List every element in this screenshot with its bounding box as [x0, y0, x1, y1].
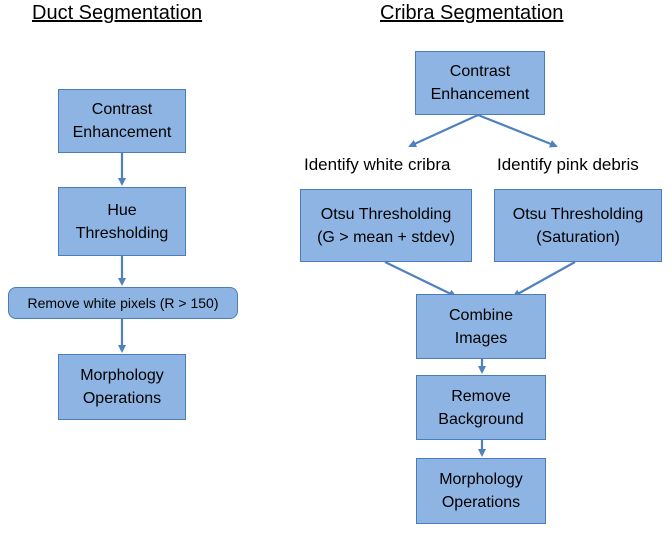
- cribra-otsu-g-line-2: (G > mean + stdev): [317, 228, 455, 246]
- arrow-cribra-contrast-to-identify-pink: [477, 113, 558, 148]
- cribra-morphology-operations-box: Morphology Operations: [416, 458, 546, 524]
- duct-morphology-line-2: Operations: [82, 390, 162, 407]
- arrow-cribra-contrast-to-identify-white: [408, 113, 479, 148]
- duct-remove-white-pixels-box: Remove white pixels (R > 150): [8, 287, 238, 319]
- arrow-cribra-otsu-sat-to-combine: [512, 261, 576, 297]
- cribra-otsu-sat-line-1: Otsu Thresholding: [512, 205, 644, 223]
- cribra-remove-bg-line-1: Remove: [451, 387, 511, 405]
- cribra-otsu-saturation-box: Otsu Thresholding (Saturation): [494, 189, 662, 262]
- duct-morphology-line-1: Morphology: [80, 367, 164, 384]
- cribra-contrast-line-1: Contrast: [449, 63, 511, 80]
- duct-contrast-line-1: Contrast: [91, 101, 153, 118]
- cribra-contrast-enhancement-box: Contrast Enhancement: [415, 51, 545, 115]
- duct-contrast-line-2: Enhancement: [72, 124, 172, 141]
- identify-pink-debris-label: Identify pink debris: [497, 155, 639, 174]
- duct-segmentation-title: Duct Segmentation: [32, 2, 203, 24]
- cribra-remove-background-box: Remove Background: [416, 375, 546, 440]
- cribra-contrast-line-2: Enhancement: [430, 86, 530, 103]
- arrow-cribra-otsu-g-to-combine: [384, 261, 457, 297]
- cribra-morphology-line-2: Operations: [441, 494, 521, 511]
- duct-remove-white-label: Remove white pixels (R > 150): [27, 294, 219, 311]
- cribra-combine-line-1: Combine: [448, 306, 514, 324]
- cribra-otsu-g-line-1: Otsu Thresholding: [320, 205, 452, 223]
- cribra-otsu-green-box: Otsu Thresholding (G > mean + stdev): [300, 189, 472, 262]
- duct-hue-line-1: Hue: [107, 201, 137, 219]
- cribra-segmentation-title: Cribra Segmentation: [380, 2, 564, 24]
- duct-hue-thresholding-box: Hue Thresholding: [58, 187, 186, 256]
- cribra-combine-images-box: Combine Images: [416, 294, 546, 359]
- identify-white-cribra-label: Identify white cribra: [304, 155, 451, 174]
- duct-morphology-operations-box: Morphology Operations: [58, 354, 186, 420]
- cribra-remove-bg-line-2: Background: [438, 410, 524, 428]
- duct-hue-line-2: Thresholding: [75, 224, 169, 242]
- cribra-morphology-line-1: Morphology: [439, 471, 523, 488]
- duct-contrast-enhancement-box: Contrast Enhancement: [58, 89, 186, 153]
- cribra-combine-line-2: Images: [454, 329, 508, 347]
- cribra-otsu-sat-line-2: (Saturation): [536, 228, 620, 246]
